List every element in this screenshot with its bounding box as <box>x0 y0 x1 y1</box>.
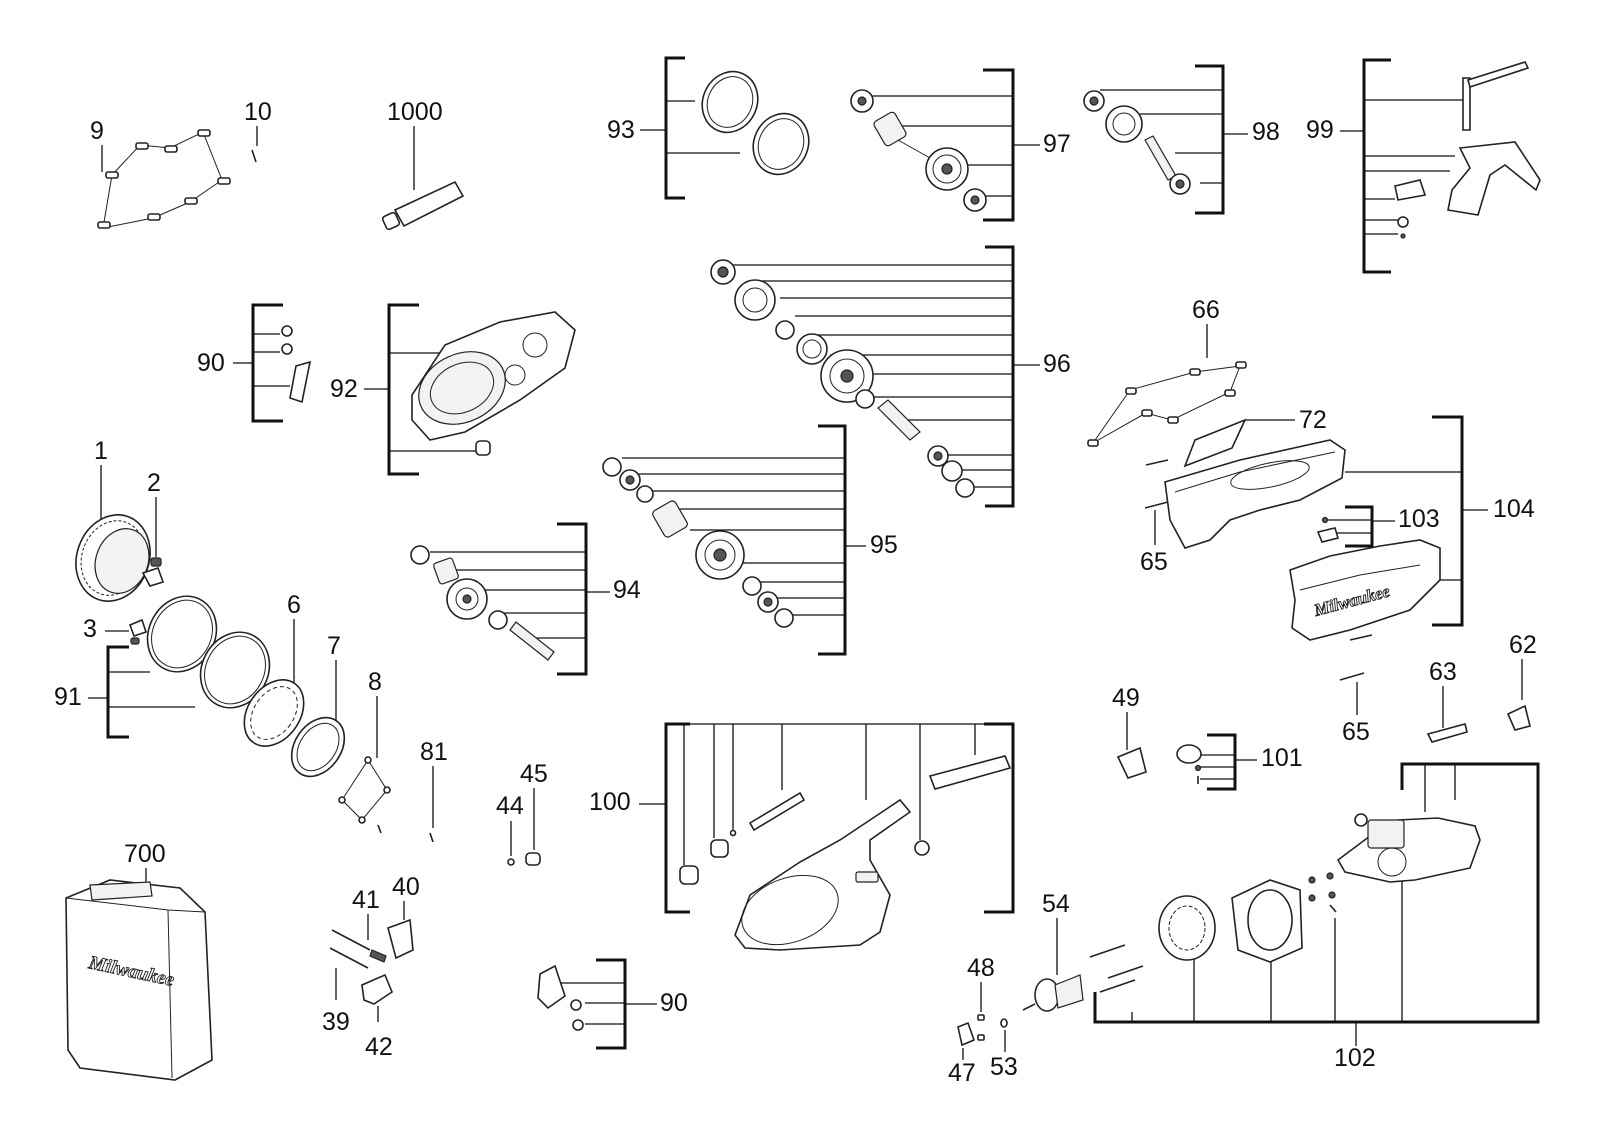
part-104-housing: 104 Milwaukee <box>1144 415 1535 641</box>
label-66[interactable]: 66 <box>1192 296 1220 324</box>
label-90-bottom[interactable]: 90 <box>660 989 688 1017</box>
label-97[interactable]: 97 <box>1043 130 1071 158</box>
part-103: 103 <box>1316 505 1440 548</box>
label-54[interactable]: 54 <box>1042 890 1070 918</box>
label-9[interactable]: 9 <box>90 117 104 145</box>
label-63[interactable]: 63 <box>1429 658 1457 686</box>
label-96[interactable]: 96 <box>1043 350 1071 378</box>
part-7-plate: 7 <box>290 632 346 778</box>
label-62[interactable]: 62 <box>1509 631 1537 659</box>
label-81[interactable]: 81 <box>420 738 448 766</box>
part-8-gasket: 8 <box>338 668 391 834</box>
part-100-guard-cover: 100 <box>589 722 1015 951</box>
part-90-bottom: 90 <box>537 958 688 1050</box>
part-10-screw: 10 <box>244 98 272 163</box>
part-44-45: 44 45 <box>496 760 548 866</box>
label-1000[interactable]: 1000 <box>387 98 443 126</box>
label-7[interactable]: 7 <box>327 632 341 660</box>
part-63: 63 <box>1426 658 1468 743</box>
label-65-b[interactable]: 65 <box>1342 718 1370 746</box>
label-94[interactable]: 94 <box>613 576 641 604</box>
label-101[interactable]: 101 <box>1261 744 1303 772</box>
part-54-armature: 54 <box>1022 890 1084 1012</box>
part-66-screws: 66 <box>1087 296 1247 447</box>
part-98-gear-set: 98 <box>1083 64 1280 215</box>
part-99-handle-assembly: 99 <box>1306 58 1541 274</box>
part-94-gear-set: 94 <box>410 522 641 676</box>
part-65-screw-a: 65 <box>1140 510 1168 576</box>
part-65-screw-b: 65 <box>1339 672 1370 746</box>
label-93[interactable]: 93 <box>607 116 635 144</box>
label-90-top[interactable]: 90 <box>197 349 225 377</box>
label-104[interactable]: 104 <box>1493 495 1535 523</box>
part-81-pin: 81 <box>420 738 448 843</box>
label-72[interactable]: 72 <box>1299 406 1327 434</box>
part-47: 47 <box>948 1021 976 1087</box>
part-1-ring-gear: 1 <box>75 437 151 602</box>
part-9-screws: 9 <box>90 117 231 229</box>
part-95-gear-set: 95 <box>602 424 898 656</box>
label-40[interactable]: 40 <box>392 873 420 901</box>
part-92-housing-cover: 92 <box>330 303 576 476</box>
label-47[interactable]: 47 <box>948 1059 976 1087</box>
label-2[interactable]: 2 <box>147 469 161 497</box>
label-100[interactable]: 100 <box>589 788 631 816</box>
label-6[interactable]: 6 <box>287 591 301 619</box>
label-98[interactable]: 98 <box>1252 118 1280 146</box>
part-6-plate: 6 <box>243 591 305 747</box>
label-48[interactable]: 48 <box>967 954 995 982</box>
part-53: 53 <box>990 1018 1018 1081</box>
part-49-spring: 49 <box>1112 684 1147 779</box>
label-99[interactable]: 99 <box>1306 116 1334 144</box>
label-10[interactable]: 10 <box>244 98 272 126</box>
part-90-top: 90 <box>197 303 312 423</box>
part-102-motor: 102 <box>1089 762 1540 1072</box>
label-39[interactable]: 39 <box>322 1008 350 1036</box>
label-45[interactable]: 45 <box>520 760 548 788</box>
label-42[interactable]: 42 <box>365 1033 393 1061</box>
label-700[interactable]: 700 <box>124 840 166 868</box>
label-53[interactable]: 53 <box>990 1053 1018 1081</box>
label-95[interactable]: 95 <box>870 531 898 559</box>
label-44[interactable]: 44 <box>496 792 524 820</box>
label-103[interactable]: 103 <box>1398 505 1440 533</box>
part-93-orings: 93 <box>607 56 810 200</box>
part-3-clip: 3 <box>83 615 148 645</box>
part-96-gear-set: 96 <box>710 245 1071 508</box>
label-49[interactable]: 49 <box>1112 684 1140 712</box>
label-102[interactable]: 102 <box>1334 1044 1376 1072</box>
part-1000-grease-tube: 1000 <box>381 98 465 231</box>
label-92[interactable]: 92 <box>330 375 358 403</box>
label-1[interactable]: 1 <box>94 437 108 465</box>
label-3[interactable]: 3 <box>83 615 97 643</box>
part-62: 62 <box>1506 631 1537 731</box>
part-101-switch: 101 <box>1176 733 1303 791</box>
label-8[interactable]: 8 <box>368 668 382 696</box>
part-91-orings: 91 <box>54 595 271 739</box>
part-700-carry-case: 700 Milwaukee <box>65 840 213 1081</box>
part-2-screw: 2 <box>141 469 165 587</box>
part-72-label: 72 <box>1183 406 1327 468</box>
part-48: 48 <box>967 954 995 1041</box>
label-41[interactable]: 41 <box>352 886 380 914</box>
part-39-42-lock: 41 40 39 42 <box>322 873 420 1061</box>
part-97-gear-set: 97 <box>850 68 1071 222</box>
label-91[interactable]: 91 <box>54 683 82 711</box>
label-65-a[interactable]: 65 <box>1140 548 1168 576</box>
